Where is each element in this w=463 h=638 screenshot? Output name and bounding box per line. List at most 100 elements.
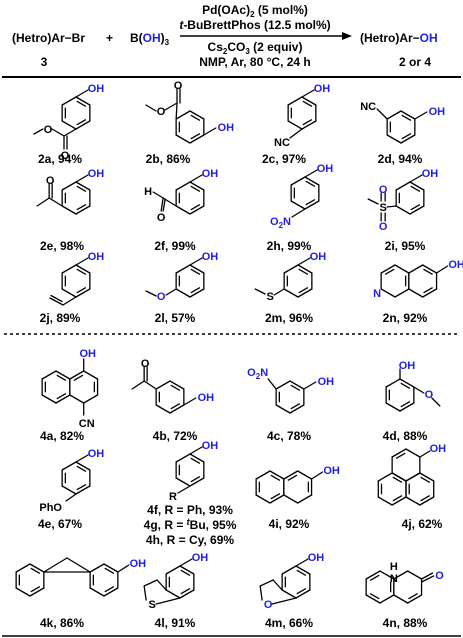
compound-separator: ,: [282, 311, 289, 325]
atom-label: CN: [79, 418, 95, 430]
compound-caption: 2j, 89%: [40, 311, 81, 325]
bond: [156, 579, 167, 591]
compound-id: 4e: [38, 517, 52, 531]
atom-label: S: [266, 291, 273, 303]
product-id: 2 or 4: [399, 55, 431, 69]
double-bond: [190, 457, 201, 464]
bond: [179, 558, 193, 567]
compound-separator: ,: [397, 616, 404, 630]
double-bond: [76, 119, 87, 126]
atom-label: O: [157, 291, 166, 303]
atom-label: H: [144, 186, 152, 198]
bond: [89, 563, 105, 573]
bond: [183, 397, 197, 406]
compound-separator: ,: [50, 311, 57, 325]
compound-caption: 4c, 78%: [267, 429, 311, 443]
bond: [303, 381, 317, 390]
compound-yield: 94%: [58, 152, 82, 166]
bond: [75, 288, 91, 298]
bond: [271, 597, 297, 605]
bond: [189, 477, 205, 487]
compound-yield: 97%: [282, 152, 306, 166]
bond: [179, 589, 195, 599]
bond: [283, 264, 299, 274]
atom-label: N: [373, 288, 381, 300]
double-bond: [190, 287, 201, 294]
double-bond: [369, 574, 380, 581]
compound-yield: 78%: [287, 429, 311, 443]
compound-caption: 2f, 99%: [154, 239, 196, 253]
compound-id: 2j: [40, 311, 50, 325]
compound-id: 4j: [402, 517, 412, 531]
bond: [422, 288, 438, 298]
structure-4f-4h: OHR: [169, 440, 218, 503]
bond: [29, 563, 45, 573]
bond: [55, 370, 71, 380]
bond: [391, 472, 407, 482]
double-bond: [290, 403, 301, 410]
double-bond: [76, 484, 87, 491]
bond: [61, 181, 77, 191]
double-bond: [190, 114, 201, 121]
bond: [386, 110, 402, 120]
bond: [203, 127, 217, 136]
bond: [254, 288, 266, 295]
bond: [394, 288, 410, 298]
bond: [189, 205, 205, 215]
compound-yield: 66%: [289, 616, 313, 630]
condition-catalyst: Pd(OAc)2 (5 mol%): [202, 3, 308, 19]
bond: [75, 181, 91, 191]
bond: [386, 205, 397, 208]
bond: [162, 198, 166, 212]
double-bond: [76, 185, 87, 192]
bond: [385, 378, 401, 388]
double-bond: [302, 100, 313, 107]
bond: [75, 89, 89, 98]
bond: [289, 128, 303, 139]
double-bond: [73, 374, 84, 381]
compound-id: 4c: [267, 429, 281, 443]
bond: [62, 296, 77, 306]
bond: [420, 575, 435, 583]
compound-separator: ,: [165, 311, 172, 325]
structure-2l: OH O: [145, 251, 219, 303]
compound-caption: 4d, 88%: [383, 429, 428, 443]
compound-yield: 88%: [403, 616, 427, 630]
bond: [83, 370, 99, 380]
compound-separator: ,: [281, 239, 288, 253]
bond: [155, 404, 171, 414]
structure-4m: OOH: [259, 552, 324, 611]
compound-separator: ,: [395, 239, 402, 253]
bond: [395, 205, 411, 215]
bond: [420, 572, 434, 580]
compound-id: 2f: [154, 239, 166, 253]
atom-label: OH: [198, 392, 215, 404]
atom-label: OH: [318, 376, 335, 388]
double-bond: [420, 495, 431, 502]
bond: [175, 134, 191, 144]
bond: [275, 380, 291, 390]
bond: [177, 485, 191, 494]
bond: [273, 288, 285, 296]
atom-label: OH: [314, 83, 331, 95]
plus-sign: +: [106, 31, 113, 45]
double-bond: [296, 588, 307, 595]
bond: [377, 472, 393, 482]
bond: [377, 496, 393, 506]
compound-id: 4a: [40, 429, 54, 443]
atom-label: R: [169, 491, 177, 503]
bond: [189, 134, 205, 144]
atom-label: OH: [202, 251, 219, 263]
double-bond: [104, 567, 115, 574]
bond: [275, 404, 291, 414]
compound-id: 4m: [265, 616, 282, 630]
bond: [289, 380, 305, 390]
bond: [394, 264, 410, 274]
bond: [419, 496, 435, 506]
bond: [255, 470, 271, 480]
compound-id: 2m: [265, 311, 282, 325]
